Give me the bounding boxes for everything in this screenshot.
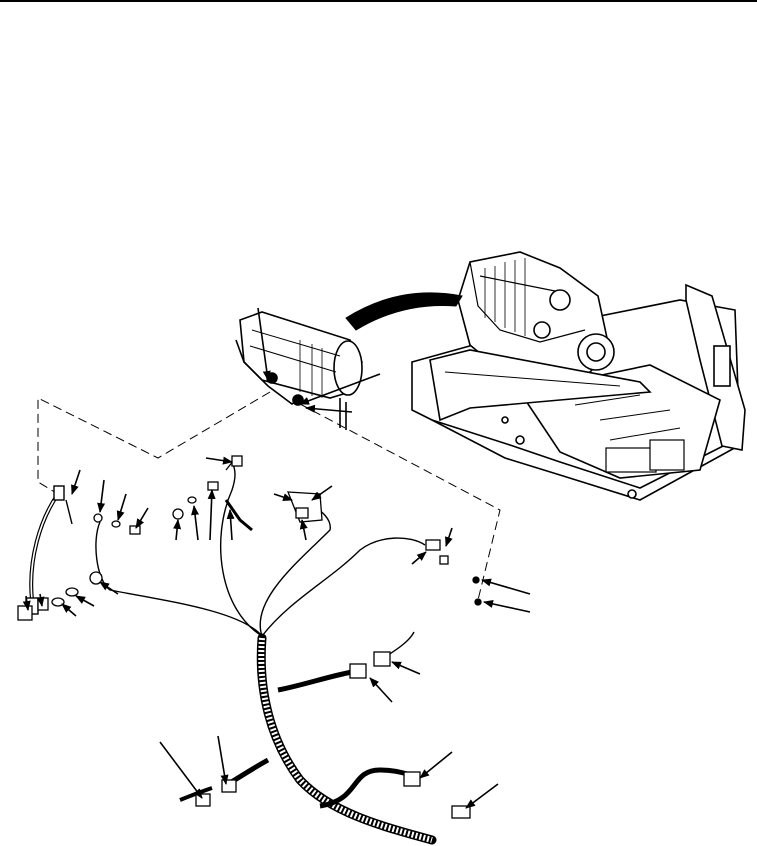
callout-arrow <box>99 581 119 595</box>
wire-harness <box>95 461 437 845</box>
callout-arrow <box>75 595 95 607</box>
callout-arrow <box>61 603 77 617</box>
callout-arrow <box>481 578 531 595</box>
callout-arrow <box>191 505 200 541</box>
callout-arrow <box>159 741 203 799</box>
callout-arrow <box>36 593 45 607</box>
reference-dashed-lines <box>37 391 501 601</box>
starter-motor <box>235 311 363 430</box>
callout-arrow <box>411 551 427 565</box>
callout-arrow <box>465 783 499 809</box>
callout-arrow <box>419 751 453 779</box>
callout-arrow <box>391 661 421 675</box>
hardware-parts <box>17 455 482 819</box>
callout-arrow <box>305 404 353 413</box>
callout-arrow <box>97 479 106 513</box>
callout-arrow <box>217 735 229 785</box>
callout-arrow <box>483 600 531 613</box>
callout-arrow <box>257 307 271 381</box>
callout-arrow <box>173 519 182 541</box>
callout-arrow <box>116 493 127 521</box>
callout-arrow <box>311 485 333 501</box>
engine-chassis-assembly <box>411 251 746 501</box>
callout-arrow <box>205 456 233 465</box>
callout-leader-arrows <box>22 307 531 809</box>
callout-arrow <box>22 595 31 611</box>
callout-arrow <box>273 493 293 501</box>
detail-callout-arrow <box>345 292 463 331</box>
callout-arrow <box>445 527 453 547</box>
callout-arrow <box>71 469 81 495</box>
callout-arrow <box>135 507 149 529</box>
ground-cable <box>25 485 73 615</box>
header-rule <box>0 0 757 2</box>
callout-arrow <box>226 509 235 541</box>
callout-arrow <box>299 519 308 541</box>
callout-arrow <box>207 489 216 541</box>
callout-arrow <box>369 677 393 703</box>
callout-arrow <box>299 373 381 405</box>
